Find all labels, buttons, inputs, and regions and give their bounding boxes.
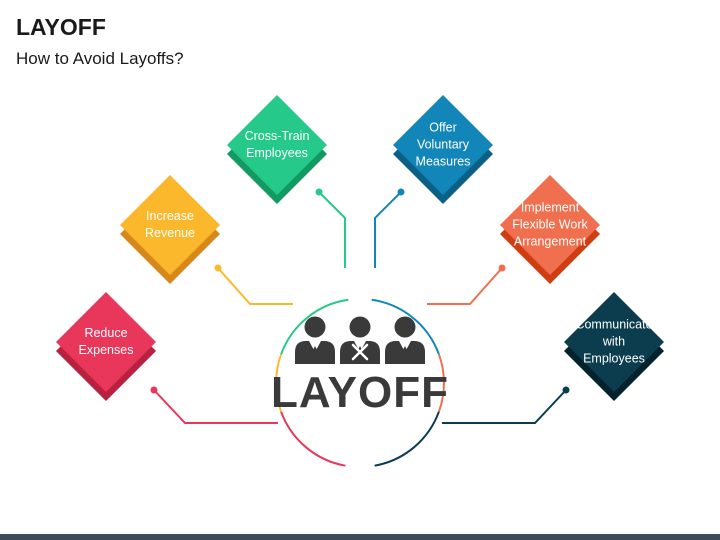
ring-arc-implement-flexible-work-arrangement bbox=[437, 353, 445, 413]
node-diamonds bbox=[56, 95, 664, 401]
connector-offer-voluntary-measures bbox=[374, 191, 402, 268]
connector-dot-implement-flexible-work-arrangement bbox=[498, 264, 506, 272]
cross-mark-icon bbox=[351, 343, 369, 361]
person-tie-icon bbox=[312, 346, 318, 362]
diamond-communicate-with-employees bbox=[564, 292, 664, 392]
diamond-implement-flexible-work-arrangement bbox=[500, 175, 600, 275]
diamond-cross-train-employees bbox=[227, 95, 327, 195]
page-subtitle: How to Avoid Layoffs? bbox=[16, 49, 184, 68]
connector-dot-cross-train-employees bbox=[315, 188, 323, 196]
connector-lines bbox=[150, 188, 570, 424]
connector-implement-flexible-work-arrangement bbox=[427, 267, 503, 305]
connector-dot-increase-revenue bbox=[214, 264, 222, 272]
connector-increase-revenue bbox=[217, 267, 293, 305]
person-head-icon bbox=[394, 316, 416, 338]
person-head-icon bbox=[349, 316, 371, 338]
connector-dot-offer-voluntary-measures bbox=[397, 188, 405, 196]
ring-arc-reduce-expenses bbox=[280, 411, 346, 467]
bottom-bar bbox=[0, 534, 720, 540]
diamond-offer-voluntary-measures bbox=[393, 95, 493, 195]
people-group-icon bbox=[295, 316, 425, 364]
person-tie-icon bbox=[402, 346, 408, 362]
ring-arc-increase-revenue bbox=[275, 353, 283, 413]
ring-arc-communicate-with-employees bbox=[374, 411, 440, 467]
connector-cross-train-employees bbox=[318, 191, 346, 268]
diamond-increase-revenue bbox=[120, 175, 220, 275]
center-ring bbox=[275, 298, 445, 467]
page-title: LAYOFF bbox=[16, 14, 106, 40]
diamond-reduce-expenses bbox=[56, 292, 156, 392]
connector-reduce-expenses bbox=[153, 389, 278, 424]
connector-communicate-with-employees bbox=[442, 389, 567, 424]
connector-dot-reduce-expenses bbox=[150, 386, 158, 394]
connector-dot-communicate-with-employees bbox=[562, 386, 570, 394]
ring-arc-cross-train-employees bbox=[280, 298, 349, 355]
center-label: LAYOFF bbox=[271, 368, 449, 417]
person-head-icon bbox=[304, 316, 326, 338]
ring-arc-offer-voluntary-measures bbox=[371, 298, 440, 355]
